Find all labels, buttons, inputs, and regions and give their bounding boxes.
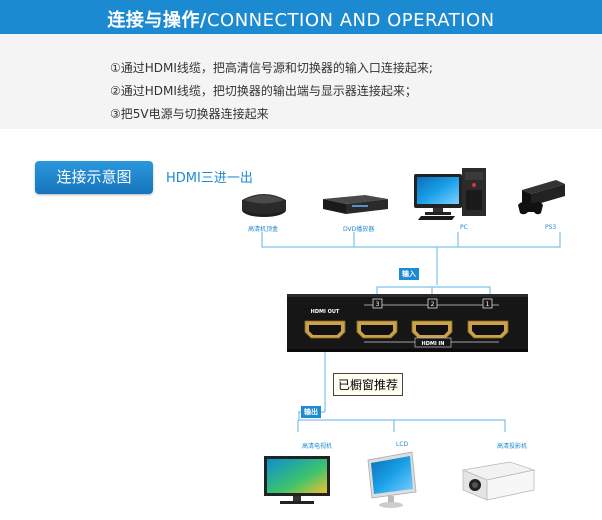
instructions-panel: ①通过HDMI线缆，把高清信号源和切换器的输入口连接起来; ②通过HDMI线缆，… — [0, 34, 602, 129]
title-en: CONNECTION AND OPERATION — [206, 10, 495, 31]
set-top-box-icon — [242, 194, 286, 217]
hdmi-in-port-2 — [411, 320, 453, 339]
source-label-ps3: PS3 — [545, 224, 557, 231]
section-header: 连接与操作/CONNECTION AND OPERATION — [0, 0, 602, 34]
lcd-monitor-icon — [367, 451, 417, 508]
watermark-badge: 已橱窗推荐 — [333, 373, 404, 396]
source-label-pc: PC — [460, 224, 468, 231]
hdmi-out-port — [304, 320, 346, 339]
hd-tv-icon — [264, 456, 330, 504]
port-number-2: 2 — [431, 301, 435, 308]
pc-icon — [414, 168, 486, 220]
port-number-3: 3 — [376, 301, 380, 308]
port-number-boxes — [372, 298, 493, 309]
port-number-1: 1 — [486, 301, 490, 308]
instruction-1: ①通过HDMI线缆，把高清信号源和切换器的输入口连接起来; — [110, 61, 433, 75]
output-label-projector: 高清投影机 — [497, 443, 528, 450]
section-title: 连接与操作/CONNECTION AND OPERATION — [0, 6, 602, 32]
output-label-tv: 高清电视机 — [302, 443, 333, 450]
hdmi-out-label: HDMI OUT — [311, 309, 340, 315]
hdmi-in-label-box — [414, 337, 452, 348]
projector-icon — [461, 461, 536, 501]
output-tag: 输出 — [301, 406, 321, 418]
connection-diagram-button[interactable]: 连接示意图 — [35, 161, 153, 194]
ps3-console-icon — [518, 180, 565, 215]
hdmi-in-label: HDMI IN — [422, 341, 445, 347]
dvd-player-icon — [323, 195, 388, 214]
hdmi-in-port-1 — [467, 320, 509, 339]
title-cn: 连接与操作/ — [107, 10, 207, 31]
instruction-2: ②通过HDMI线缆，把切换器的输出端与显示器连接起来； — [110, 84, 417, 98]
output-label-lcd: LCD — [396, 441, 409, 448]
source-label-stb: 高清机顶盒 — [248, 226, 279, 233]
input-tag: 输入 — [399, 268, 419, 280]
source-label-dvd: DVD播放器 — [343, 226, 375, 233]
hdmi-title: HDMI三进一出 — [166, 171, 253, 186]
hdmi-in-port-3 — [356, 320, 398, 339]
instruction-3: ③把5V电源与切换器连接起来 — [110, 107, 269, 121]
